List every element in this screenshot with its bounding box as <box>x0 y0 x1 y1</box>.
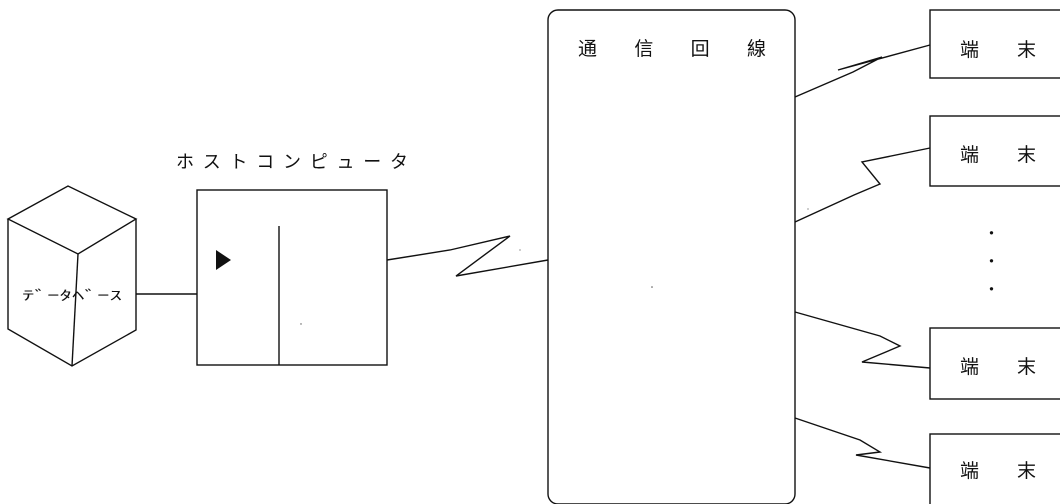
terminal-box-2 <box>929 115 1060 187</box>
scan-specks <box>300 208 809 325</box>
terminal-label-3: 端末 <box>960 356 1036 378</box>
host-computer-box <box>196 189 388 366</box>
terminal-link-1 <box>794 44 931 98</box>
play-icon <box>216 250 231 270</box>
terminal-label-2: 端末 <box>960 144 1036 166</box>
network-box <box>547 9 796 504</box>
database-label: ﾃﾞｰﾀﾍﾞｰｽ <box>22 289 123 304</box>
network-label: 通信回線 <box>578 38 766 60</box>
terminal-box-1 <box>929 9 1060 79</box>
database-cube <box>6 185 138 367</box>
terminal-link-2 <box>794 147 931 223</box>
host-network-link <box>386 235 549 277</box>
terminal-ellipsis: ・・・ <box>981 225 1000 297</box>
terminal-label-4: 端末 <box>960 460 1036 482</box>
terminal-label-1: 端末 <box>960 39 1036 61</box>
terminal-link-3 <box>794 311 931 369</box>
terminal-box-3 <box>929 327 1060 400</box>
terminal-link-4 <box>794 417 931 469</box>
host-title: ホストコンピュータ <box>176 152 408 173</box>
terminal-box-4 <box>929 433 1060 504</box>
